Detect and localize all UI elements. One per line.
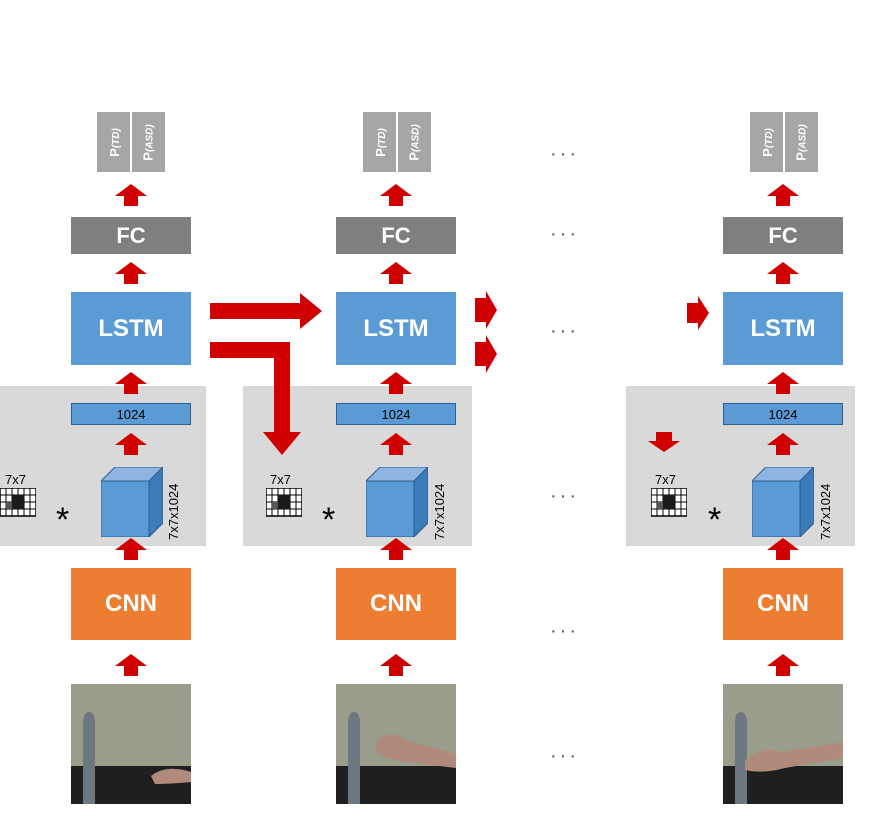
- column-1: P(TD) P(ASD) FC LSTM 1024 7x7 * 7x7x1024…: [0, 0, 220, 829]
- kernel-size-label: 7x7: [5, 472, 26, 487]
- probability-output: P(TD) P(ASD): [97, 112, 165, 172]
- video-frame-image: [71, 684, 191, 804]
- up-arrow: [767, 433, 799, 455]
- up-arrow: [380, 538, 412, 560]
- recurrent-arrow: [687, 296, 709, 330]
- ellipsis: ···: [550, 745, 579, 767]
- up-arrow: [380, 262, 412, 284]
- fc-layer: FC: [71, 217, 191, 254]
- attention-arrow: [648, 432, 680, 452]
- convolution-operator: *: [56, 501, 70, 539]
- prob-divider: [130, 112, 132, 172]
- recurrent-arrow: [475, 291, 497, 329]
- up-arrow: [767, 654, 799, 676]
- up-arrow: [767, 372, 799, 394]
- ellipsis: ···: [550, 143, 579, 165]
- up-arrow: [767, 538, 799, 560]
- recurrent-arrow: [210, 293, 322, 329]
- up-arrow: [380, 654, 412, 676]
- recurrent-arrow: [475, 335, 497, 373]
- ellipsis: ···: [550, 223, 579, 245]
- ellipsis: ···: [550, 485, 579, 507]
- up-arrow: [115, 538, 147, 560]
- up-arrow: [115, 372, 147, 394]
- up-arrow: [380, 184, 412, 206]
- up-arrow: [380, 372, 412, 394]
- ellipsis: ···: [550, 320, 579, 342]
- kernel-grid-icon: [0, 488, 36, 518]
- up-arrow: [115, 433, 147, 455]
- up-arrow: [767, 262, 799, 284]
- up-arrow: [380, 433, 412, 455]
- fc1024-layer: 1024: [71, 403, 191, 425]
- lstm-cell: LSTM: [71, 292, 191, 365]
- up-arrow: [115, 654, 147, 676]
- cnn-block: CNN: [71, 568, 191, 640]
- attention-arrow: [210, 342, 301, 455]
- feature-cube: [101, 467, 163, 537]
- ellipsis: ···: [550, 620, 579, 642]
- up-arrow: [767, 184, 799, 206]
- up-arrow: [115, 262, 147, 284]
- up-arrow: [115, 184, 147, 206]
